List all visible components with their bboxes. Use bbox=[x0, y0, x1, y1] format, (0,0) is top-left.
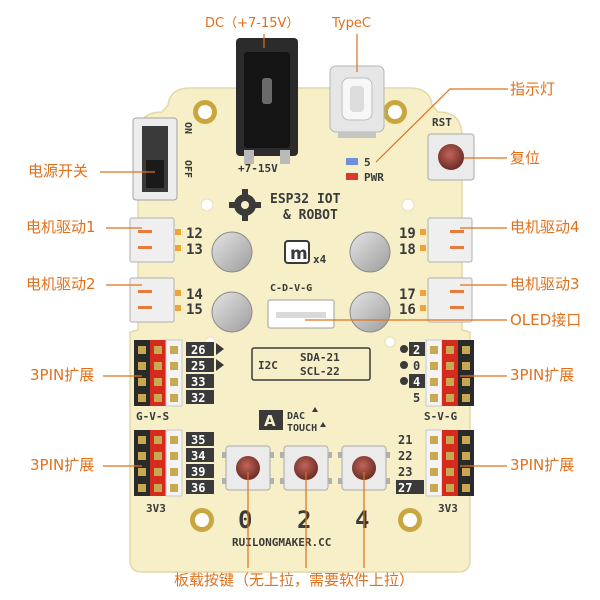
url-label: RUILONGMAKER.CC bbox=[232, 536, 331, 549]
pin-36: 36 bbox=[191, 481, 205, 495]
motor-pin-12: 12 bbox=[186, 226, 203, 242]
motor-connector-3 bbox=[427, 277, 473, 323]
pin-4: 4 bbox=[413, 375, 420, 389]
pin-39: 39 bbox=[191, 465, 205, 479]
led-red bbox=[346, 173, 358, 180]
switch-off-label: OFF bbox=[182, 160, 193, 178]
dc-jack bbox=[236, 38, 298, 164]
pin-34: 34 bbox=[191, 449, 205, 463]
board-title-line1: ESP32 IOT bbox=[270, 192, 341, 207]
dac-label: DAC bbox=[287, 411, 305, 422]
callout-motor4: 电机驱动4 bbox=[510, 218, 580, 236]
motor-pin-16: 16 bbox=[399, 302, 416, 318]
3v3-left-label: 3V3 bbox=[146, 502, 166, 515]
button-2-label: 2 bbox=[297, 506, 311, 534]
pin-32: 32 bbox=[191, 391, 205, 405]
3v3-right-label: 3V3 bbox=[438, 502, 458, 515]
callout-3pin-left-bottom: 3PIN扩展 bbox=[30, 456, 94, 474]
callout-onboard-buttons: 板载按键（无上拉，需要软件上拉） bbox=[174, 571, 414, 589]
pin-33: 33 bbox=[191, 375, 205, 389]
mounting-holes bbox=[190, 100, 422, 532]
motor-connector-1 bbox=[129, 217, 175, 263]
gear-icon bbox=[229, 189, 261, 221]
left-top-pin-labels: 26 25 33 32 bbox=[186, 342, 224, 405]
pin-23: 23 bbox=[398, 465, 412, 479]
led-5-label: 5 bbox=[364, 156, 371, 169]
callout-power-switch: 电源开关 bbox=[28, 162, 88, 180]
cdvg-label: C-D-V-G bbox=[270, 283, 312, 294]
callout-reset: 复位 bbox=[510, 149, 540, 167]
pin-0: 0 bbox=[413, 359, 420, 373]
motor-pin-labels: 12 13 14 15 19 18 17 16 bbox=[175, 226, 426, 318]
board-title-line2: & ROBOT bbox=[283, 208, 338, 223]
header-left-top bbox=[134, 339, 183, 407]
motor-connector-4 bbox=[427, 217, 473, 263]
x4-label: x4 bbox=[313, 253, 327, 266]
svg-text:A: A bbox=[264, 412, 276, 430]
sda-label: SDA-21 bbox=[300, 351, 340, 364]
pin-21: 21 bbox=[398, 433, 412, 447]
left-bottom-pin-labels: 35 34 39 36 bbox=[186, 432, 214, 495]
callout-typec: TypeC bbox=[331, 16, 371, 31]
button-4[interactable] bbox=[338, 445, 390, 491]
pin-26: 26 bbox=[191, 343, 205, 357]
scl-label: SCL-22 bbox=[300, 365, 340, 378]
pin-22: 22 bbox=[398, 449, 412, 463]
motor-logo-icon: m bbox=[284, 240, 310, 264]
button-4-label: 4 bbox=[355, 506, 369, 534]
rst-label: RST bbox=[432, 116, 452, 129]
header-left-bottom bbox=[134, 429, 183, 497]
pin-5: 5 bbox=[413, 391, 420, 405]
motor-connector-2 bbox=[129, 277, 175, 323]
motor-pin-14: 14 bbox=[186, 287, 203, 303]
callout-motor2: 电机驱动2 bbox=[26, 275, 96, 293]
motor-pin-15: 15 bbox=[186, 302, 203, 318]
power-switch[interactable] bbox=[132, 117, 178, 201]
pin-25: 25 bbox=[191, 359, 205, 373]
svg-text:m: m bbox=[290, 244, 308, 264]
typec-port bbox=[329, 65, 385, 138]
motor-chips bbox=[211, 231, 391, 333]
motor-pin-13: 13 bbox=[186, 242, 203, 258]
pin-27: 27 bbox=[398, 481, 412, 495]
callout-3pin-left-top: 3PIN扩展 bbox=[30, 366, 94, 384]
pin-35: 35 bbox=[191, 433, 205, 447]
header-right-top bbox=[425, 339, 474, 407]
motor-pin-17: 17 bbox=[399, 287, 416, 303]
pin-2: 2 bbox=[413, 343, 420, 357]
touch-label: TOUCH bbox=[287, 423, 317, 434]
leader-lines bbox=[100, 34, 508, 568]
button-2[interactable] bbox=[280, 445, 332, 491]
callout-3pin-right-top: 3PIN扩展 bbox=[510, 366, 574, 384]
reset-button[interactable] bbox=[427, 133, 475, 181]
right-top-pin-labels: 2 0 4 5 bbox=[400, 342, 425, 405]
oled-connector bbox=[267, 299, 335, 329]
voltage-label: +7-15V bbox=[238, 162, 278, 175]
pcb-board bbox=[129, 87, 471, 573]
callout-motor3: 电机驱动3 bbox=[510, 275, 580, 293]
callout-oled: OLED接口 bbox=[510, 311, 581, 329]
svg-pin-label: S-V-G bbox=[424, 410, 457, 423]
button-0-label: 0 bbox=[238, 506, 252, 534]
motor-pin-19: 19 bbox=[399, 226, 416, 242]
dac-touch-logo: A DAC TOUCH bbox=[259, 407, 326, 434]
i2c-label-box: I2C SDA-21 SCL-22 bbox=[251, 347, 371, 381]
callout-3pin-right-bottom: 3PIN扩展 bbox=[510, 456, 574, 474]
pwr-label: PWR bbox=[364, 171, 384, 184]
switch-on-label: ON bbox=[182, 122, 193, 134]
button-0[interactable] bbox=[222, 445, 274, 491]
gvs-label: G-V-S bbox=[136, 410, 169, 423]
motor-pin-18: 18 bbox=[399, 242, 416, 258]
led-blue bbox=[346, 158, 358, 165]
header-right-bottom bbox=[425, 429, 474, 497]
callout-dc: DC（+7-15V） bbox=[205, 16, 299, 31]
right-bottom-pin-labels: 21 22 23 27 bbox=[396, 433, 424, 495]
callout-motor1: 电机驱动1 bbox=[26, 218, 96, 236]
callout-indicator: 指示灯 bbox=[510, 80, 555, 98]
i2c-label: I2C bbox=[258, 359, 278, 372]
